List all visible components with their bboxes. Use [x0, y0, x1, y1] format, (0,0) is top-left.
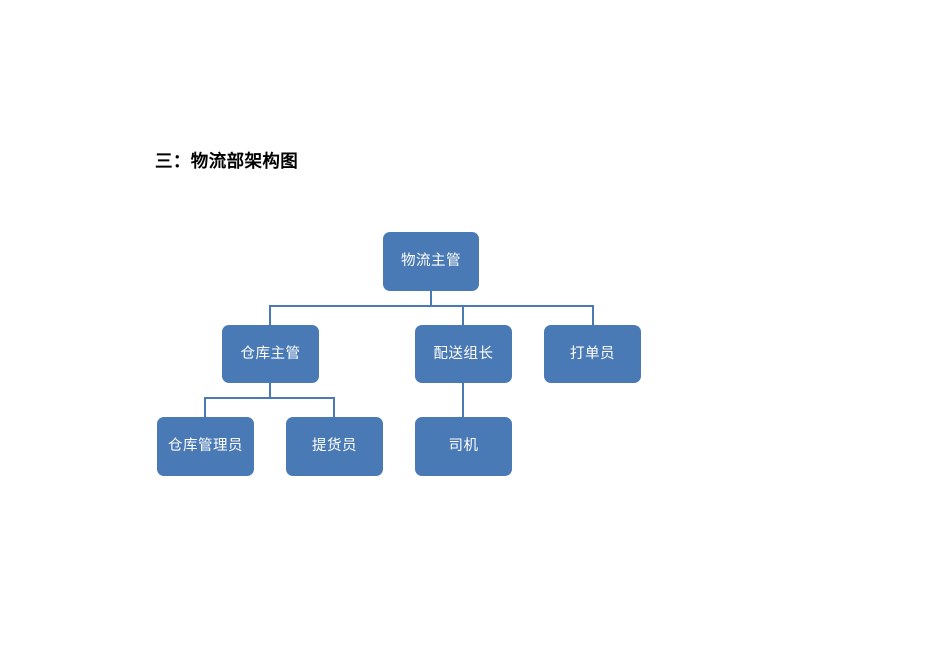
connector-warehouse-supervisor-stem [269, 383, 271, 399]
org-node-picker[interactable]: 提货员 [286, 417, 383, 476]
org-node-delivery-team-leader[interactable]: 配送组长 [415, 325, 512, 383]
org-node-label: 提货员 [312, 438, 357, 455]
connector-level1-bus [269, 305, 594, 307]
connector-to-driver [462, 383, 464, 418]
org-node-label: 司机 [448, 438, 479, 455]
connector-to-warehouse-keeper [204, 397, 206, 418]
org-node-driver[interactable]: 司机 [415, 417, 512, 476]
connector-to-picker [333, 397, 335, 418]
org-node-label: 打单员 [570, 345, 615, 362]
org-node-warehouse-supervisor[interactable]: 仓库主管 [222, 325, 319, 383]
connector-to-order-clerk [592, 305, 594, 326]
org-node-label: 物流主管 [401, 253, 461, 270]
org-node-label: 仓库主管 [240, 345, 301, 362]
org-node-order-clerk[interactable]: 打单员 [544, 325, 641, 383]
org-node-warehouse-keeper[interactable]: 仓库管理员 [157, 417, 254, 476]
org-node-label: 配送组长 [433, 345, 494, 362]
org-node-label: 仓库管理员 [168, 438, 243, 455]
connector-to-warehouse-supervisor [269, 305, 271, 326]
connector-to-delivery-leader [462, 305, 464, 326]
org-node-logistics-supervisor[interactable]: 物流主管 [383, 232, 479, 291]
connector-level2-bus [204, 397, 335, 399]
page-title: 三：物流部架构图 [155, 151, 299, 171]
connector-root-stem [430, 291, 432, 307]
